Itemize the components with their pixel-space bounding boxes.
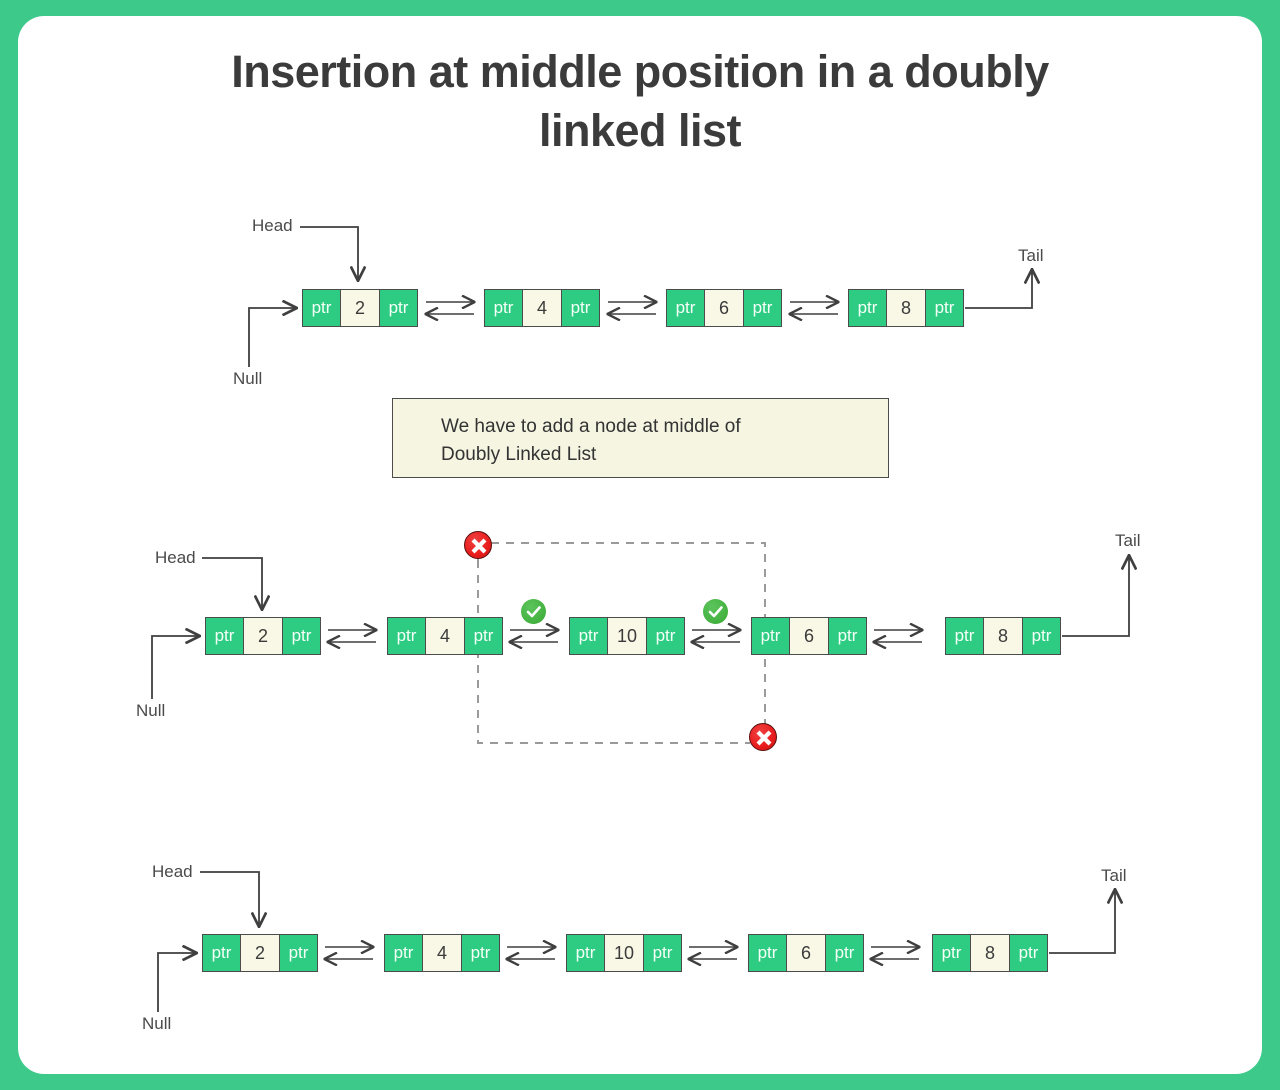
row2-node-1-prev-ptr: ptr [206,618,244,654]
row3-node-3-value: 10 [605,935,643,971]
row1-node-1-next-ptr: ptr [379,290,417,326]
row3-node-1-next-ptr: ptr [279,935,317,971]
cross-circle-icon [464,531,492,559]
row3-node-4[interactable]: ptr 6 ptr [748,934,864,972]
row2-node-5-next-ptr: ptr [1022,618,1060,654]
row2-null-label: Null [136,701,166,720]
row2-node-3-next-ptr: ptr [646,618,684,654]
row1-node-3-prev-ptr: ptr [667,290,705,326]
row2-node-3-value: 10 [608,618,646,654]
row1-node-3[interactable]: ptr 6 ptr [666,289,782,327]
row2-node-1-value: 2 [244,618,282,654]
row3-node-3-prev-ptr: ptr [567,935,605,971]
row1-node-1-value: 2 [341,290,379,326]
row3-node-4-value: 6 [787,935,825,971]
row3-node-4-prev-ptr: ptr [749,935,787,971]
row2-node-2-next-ptr: ptr [464,618,502,654]
check-circle-icon [703,599,728,624]
row3-node-5[interactable]: ptr 8 ptr [932,934,1048,972]
row3-null-label: Null [142,1014,172,1033]
row1-node-2[interactable]: ptr 4 ptr [484,289,600,327]
row3-node-5-value: 8 [971,935,1009,971]
row2-node-3-new[interactable]: ptr 10 ptr [569,617,685,655]
row3-tail-label: Tail [1101,866,1127,885]
row2-node-4[interactable]: ptr 6 ptr [751,617,867,655]
row2-node-2-value: 4 [426,618,464,654]
row1-node-4-prev-ptr: ptr [849,290,887,326]
check-icon-glyph [708,606,723,618]
row1-node-4-next-ptr: ptr [925,290,963,326]
page-title: Insertion at middle position in a doubly… [231,46,1049,157]
cross-circle-icon [749,723,777,751]
row1-node-1-prev-ptr: ptr [303,290,341,326]
row3-node-5-prev-ptr: ptr [933,935,971,971]
row2-node-5[interactable]: ptr 8 ptr [945,617,1061,655]
row2-node-4-value: 6 [790,618,828,654]
row2-node-5-value: 8 [984,618,1022,654]
callout-line-1: We have to add a node at middle of [441,416,741,437]
row2-tail-label: Tail [1115,531,1141,550]
row2-node-4-next-ptr: ptr [828,618,866,654]
row3-node-4-next-ptr: ptr [825,935,863,971]
row3-node-1[interactable]: ptr 2 ptr [202,934,318,972]
row3-node-2-value: 4 [423,935,461,971]
row2-node-1[interactable]: ptr 2 ptr [205,617,321,655]
row1-node-4[interactable]: ptr 8 ptr [848,289,964,327]
instruction-callout: We have to add a node at middle of Doubl… [392,398,889,478]
row3-node-1-value: 2 [241,935,279,971]
row2-node-2[interactable]: ptr 4 ptr [387,617,503,655]
check-circle-icon [521,599,546,624]
row3-node-2-prev-ptr: ptr [385,935,423,971]
row2-head-label: Head [155,548,196,567]
row1-node-1[interactable]: ptr 2 ptr [302,289,418,327]
row1-node-3-next-ptr: ptr [743,290,781,326]
row3-node-3-next-ptr: ptr [643,935,681,971]
row3-head-label: Head [152,862,193,881]
callout-line-2: Doubly Linked List [441,443,597,465]
row3-node-5-next-ptr: ptr [1009,935,1047,971]
row1-null-label: Null [233,369,263,388]
row1-tail-label: Tail [1018,246,1044,265]
row1-head-label: Head [252,216,293,235]
row1-node-3-value: 6 [705,290,743,326]
cross-icon-glyph [471,538,487,554]
row3-node-2-next-ptr: ptr [461,935,499,971]
row1-node-4-value: 8 [887,290,925,326]
row3-node-3[interactable]: ptr 10 ptr [566,934,682,972]
row2-node-4-prev-ptr: ptr [752,618,790,654]
row1-node-2-next-ptr: ptr [561,290,599,326]
cross-icon-glyph [756,730,772,746]
row1-node-2-prev-ptr: ptr [485,290,523,326]
white-panel [18,16,1262,1074]
row2-node-2-prev-ptr: ptr [388,618,426,654]
check-icon-glyph [526,606,541,618]
row2-node-3-prev-ptr: ptr [570,618,608,654]
row2-node-1-next-ptr: ptr [282,618,320,654]
row1-node-2-value: 4 [523,290,561,326]
row3-node-2[interactable]: ptr 4 ptr [384,934,500,972]
row3-node-1-prev-ptr: ptr [203,935,241,971]
row2-node-5-prev-ptr: ptr [946,618,984,654]
